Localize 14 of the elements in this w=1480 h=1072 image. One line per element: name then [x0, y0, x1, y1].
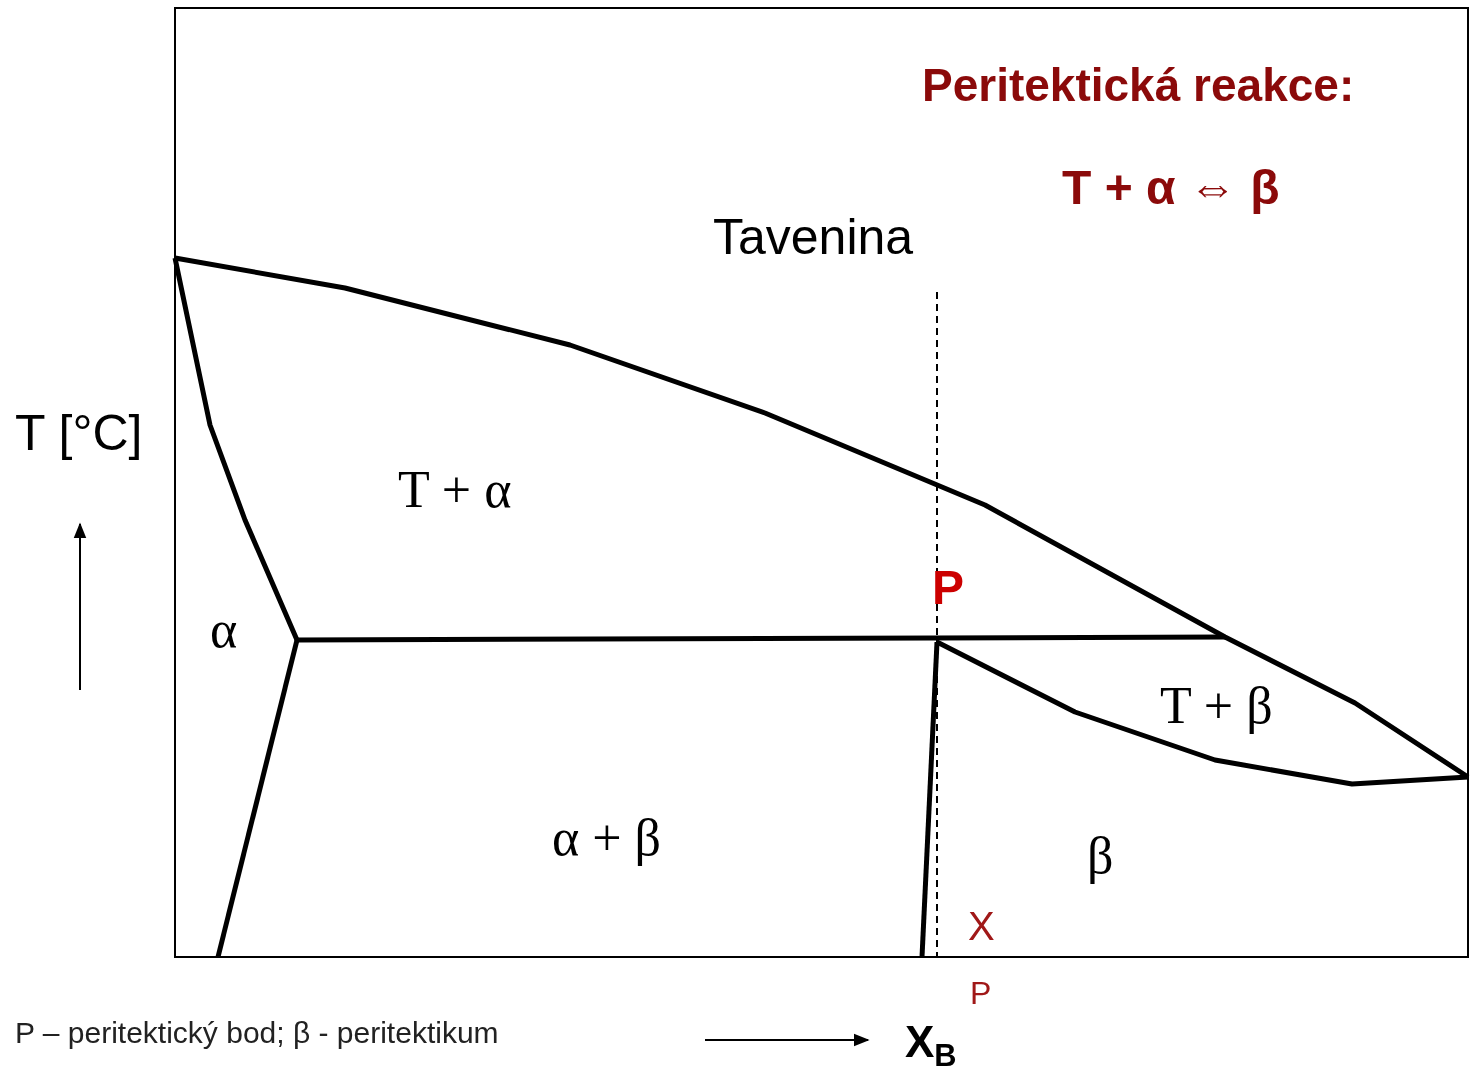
region-label: T + α — [398, 464, 512, 516]
region-label: T + β — [1160, 680, 1273, 732]
region-label: α — [210, 604, 238, 656]
region-label: Tavenina — [713, 212, 914, 262]
region-label: β — [1087, 830, 1114, 882]
reaction-heading: Peritektická reakce: — [922, 62, 1355, 108]
composition-label: X — [968, 906, 995, 946]
point-label: P — [932, 564, 964, 612]
composition-subscript: P — [970, 977, 992, 1009]
reaction-equation: T + α ⇔ β — [1062, 164, 1280, 212]
axis-label: X$_{B}$ — [905, 1020, 957, 1072]
region-label: α + β — [552, 812, 662, 864]
footnote: P – peritektický bod; β - peritektikum — [15, 1018, 499, 1048]
axis-label: T [°C] — [15, 408, 143, 458]
